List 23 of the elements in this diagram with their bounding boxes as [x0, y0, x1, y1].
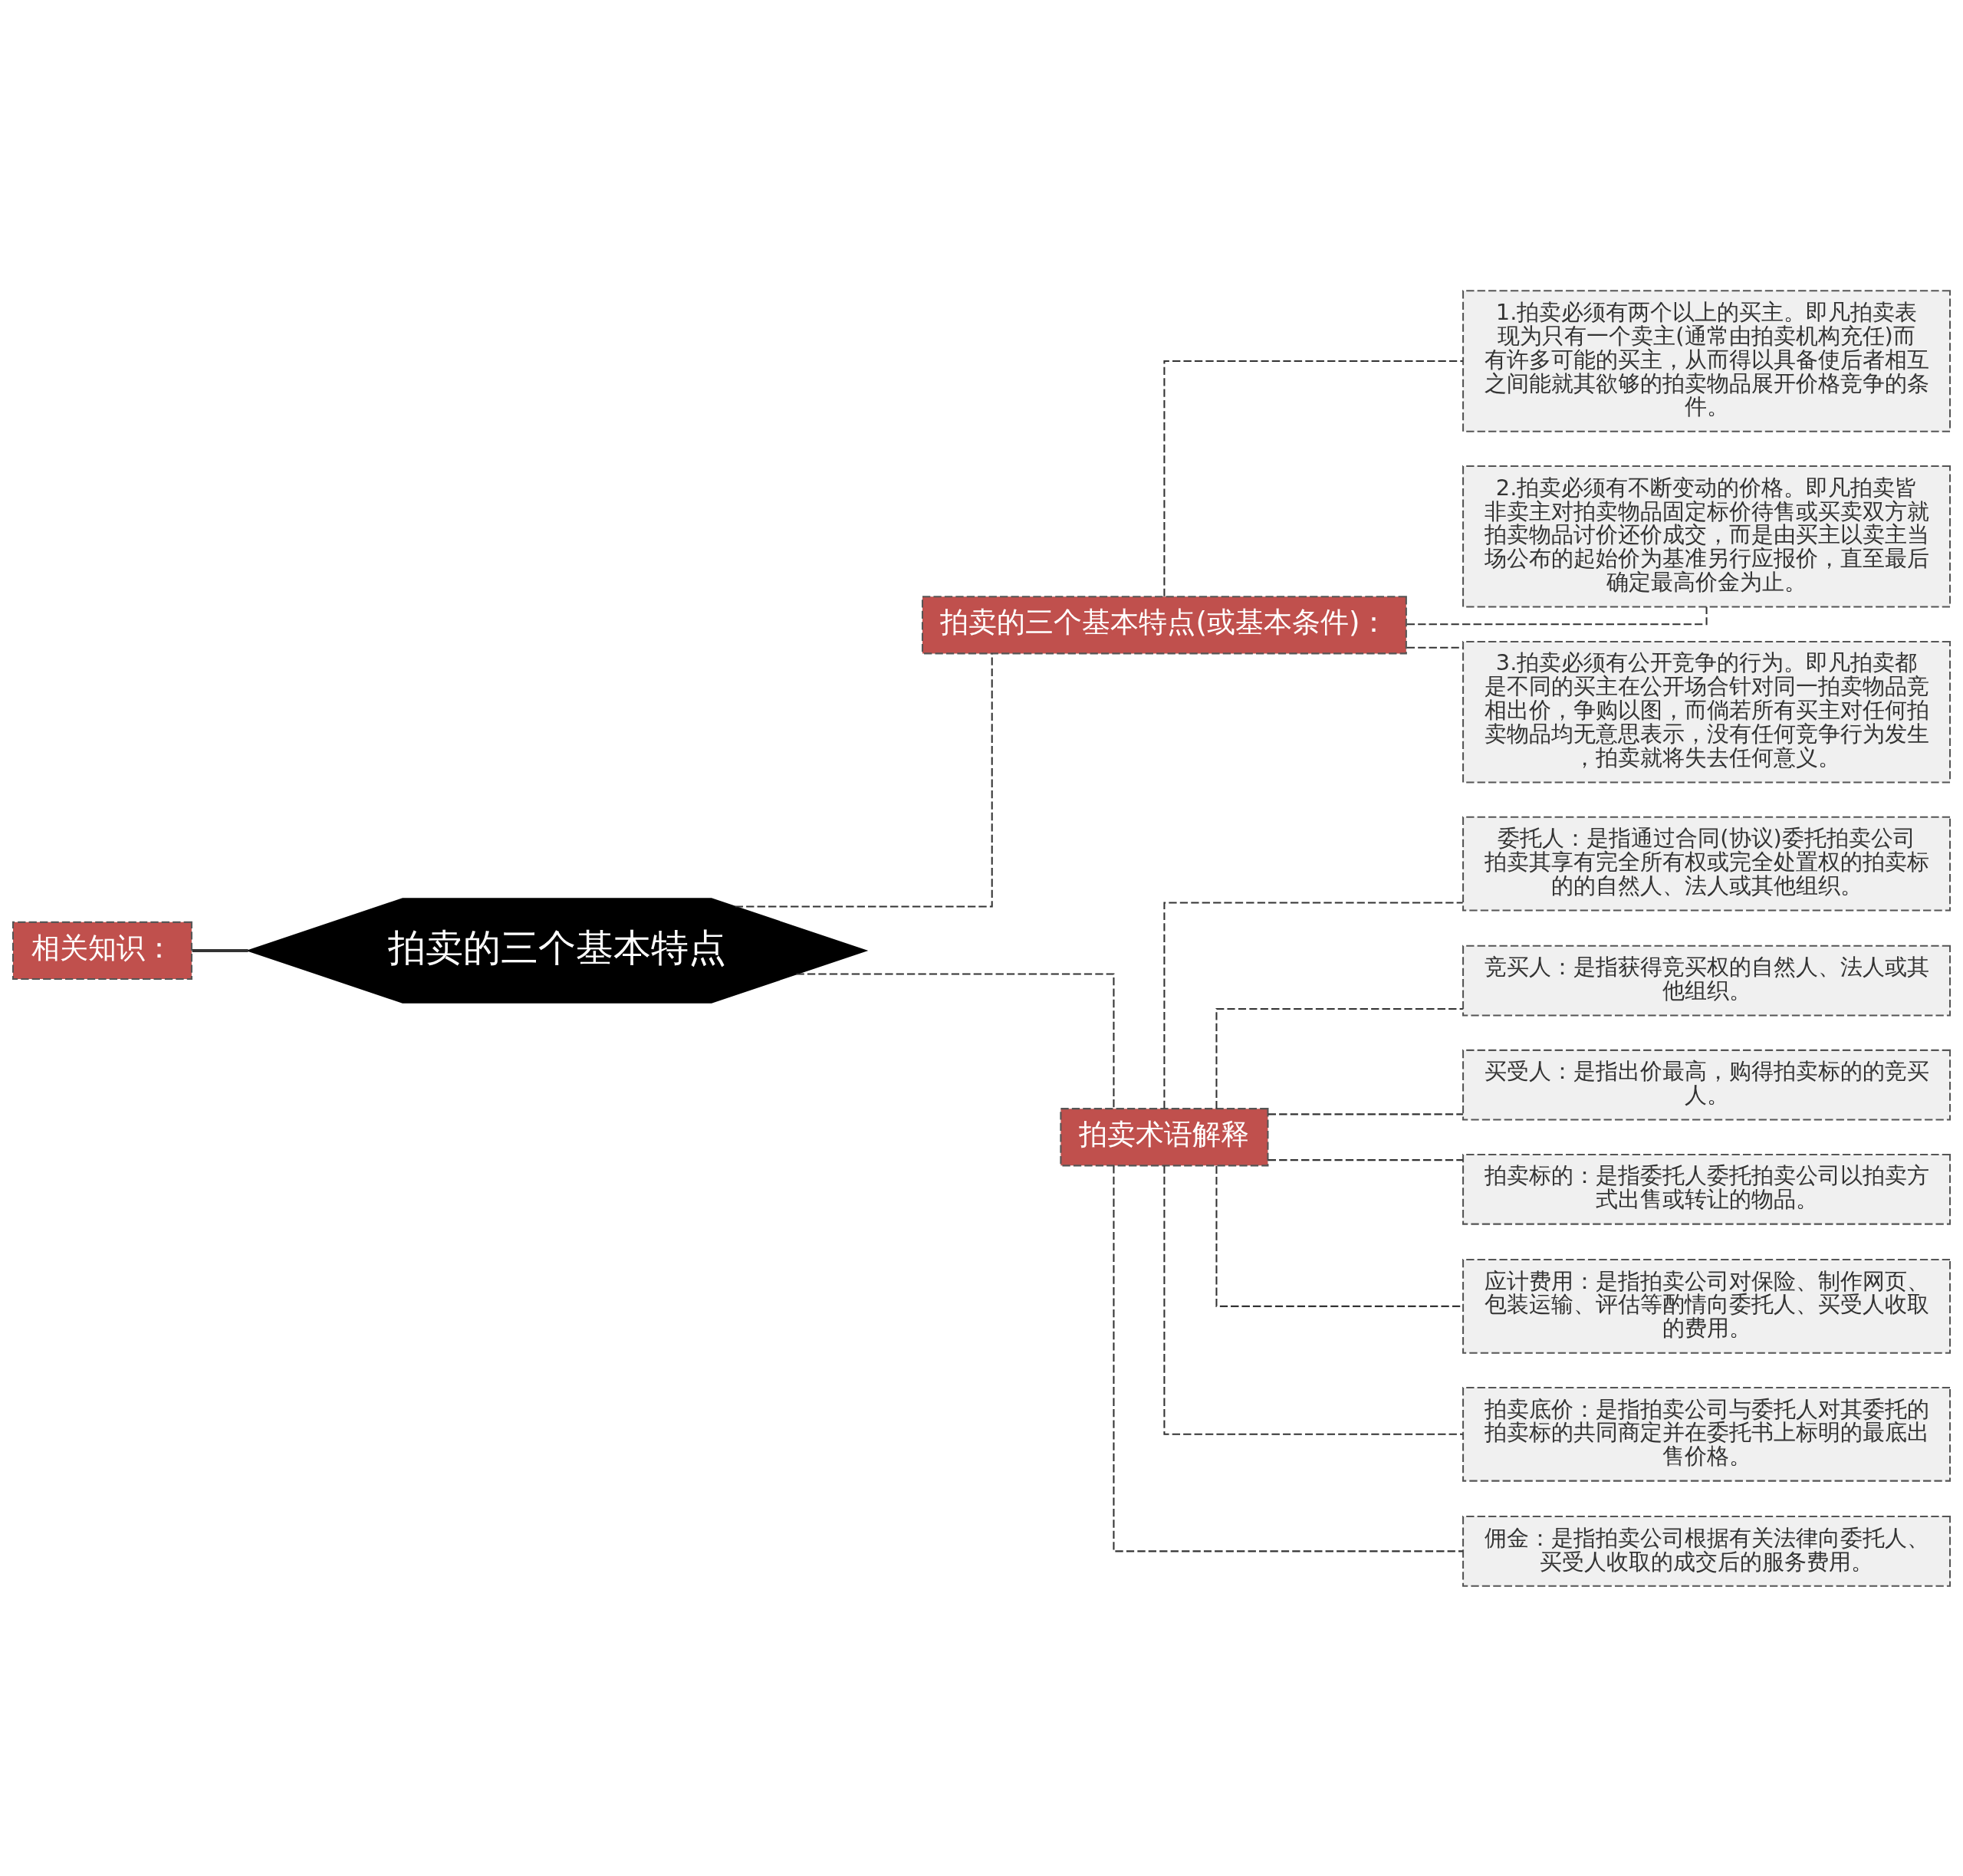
connector [1163, 360, 1463, 596]
node-box: 拍卖标的：是指委托人委托拍卖公司以拍卖方式出售或转让的物品。 [1462, 1153, 1951, 1225]
connector [192, 948, 248, 952]
connector [1268, 1158, 1463, 1161]
node-box: 拍卖术语解释 [1060, 1107, 1269, 1166]
node-box: 竞买人：是指获得竞买权的自然人、法人或其他组织。 [1462, 945, 1951, 1017]
connector [1163, 1165, 1463, 1435]
connector [1268, 1112, 1463, 1115]
node-box: 买受人：是指出价最高，购得拍卖标的的竞买人。 [1462, 1049, 1951, 1121]
connector [1163, 902, 1463, 1109]
node-box: 拍卖底价：是指拍卖公司与委托人对其委托的拍卖标的共同商定并在委托书上标明的最底出售价格。 [1462, 1386, 1951, 1482]
node-box: 2.拍卖必须有不断变动的价格。即凡拍卖皆非卖主对拍卖物品固定标价待售或买卖双方就拍卖物品讨价还价成交，而是由买主以卖主当场公布的起始价为基准另行应报价，直至最后确定最高价金为止。 [1462, 465, 1951, 608]
node-box: 委托人：是指通过合同(协议)委托拍卖公司拍卖其享有完全所有权或完全处置权的拍卖标的的自然人、法人或其他组织。 [1462, 816, 1951, 911]
node-box: 3.拍卖必须有公开竞争的行为。即凡拍卖都是不同的买主在公开场合针对同一拍卖物品竞相出价，争购以图，而倘若所有买主对任何拍卖物品均无意思表示，没有任何竞争行为发生，拍卖就将失去任何意义。 [1462, 640, 1951, 783]
node-box: 拍卖的三个基本特点(或基本条件)： [921, 595, 1407, 654]
connector [1406, 646, 1463, 649]
node-box: 1.拍卖必须有两个以上的买主。即凡拍卖表现为只有一个卖主(通常由拍卖机构充任)而有许多可能的买主，从而得以具备使后者相互之间能就其欲够的拍卖物品展开价格竞争的条件。 [1462, 289, 1951, 432]
connector [1113, 1165, 1463, 1552]
node-box: 佣金：是指拍卖公司根据有关法律向委托人、买受人收取的成交后的服务费用。 [1462, 1515, 1951, 1587]
node-box: 相关知识： [12, 921, 192, 980]
connector [1215, 1007, 1463, 1109]
node-box: 应计费用：是指拍卖公司对保险、制作网页、包装运输、评估等酌情向委托人、买受人收取的费用。 [1462, 1258, 1951, 1354]
connector [796, 973, 1115, 1108]
